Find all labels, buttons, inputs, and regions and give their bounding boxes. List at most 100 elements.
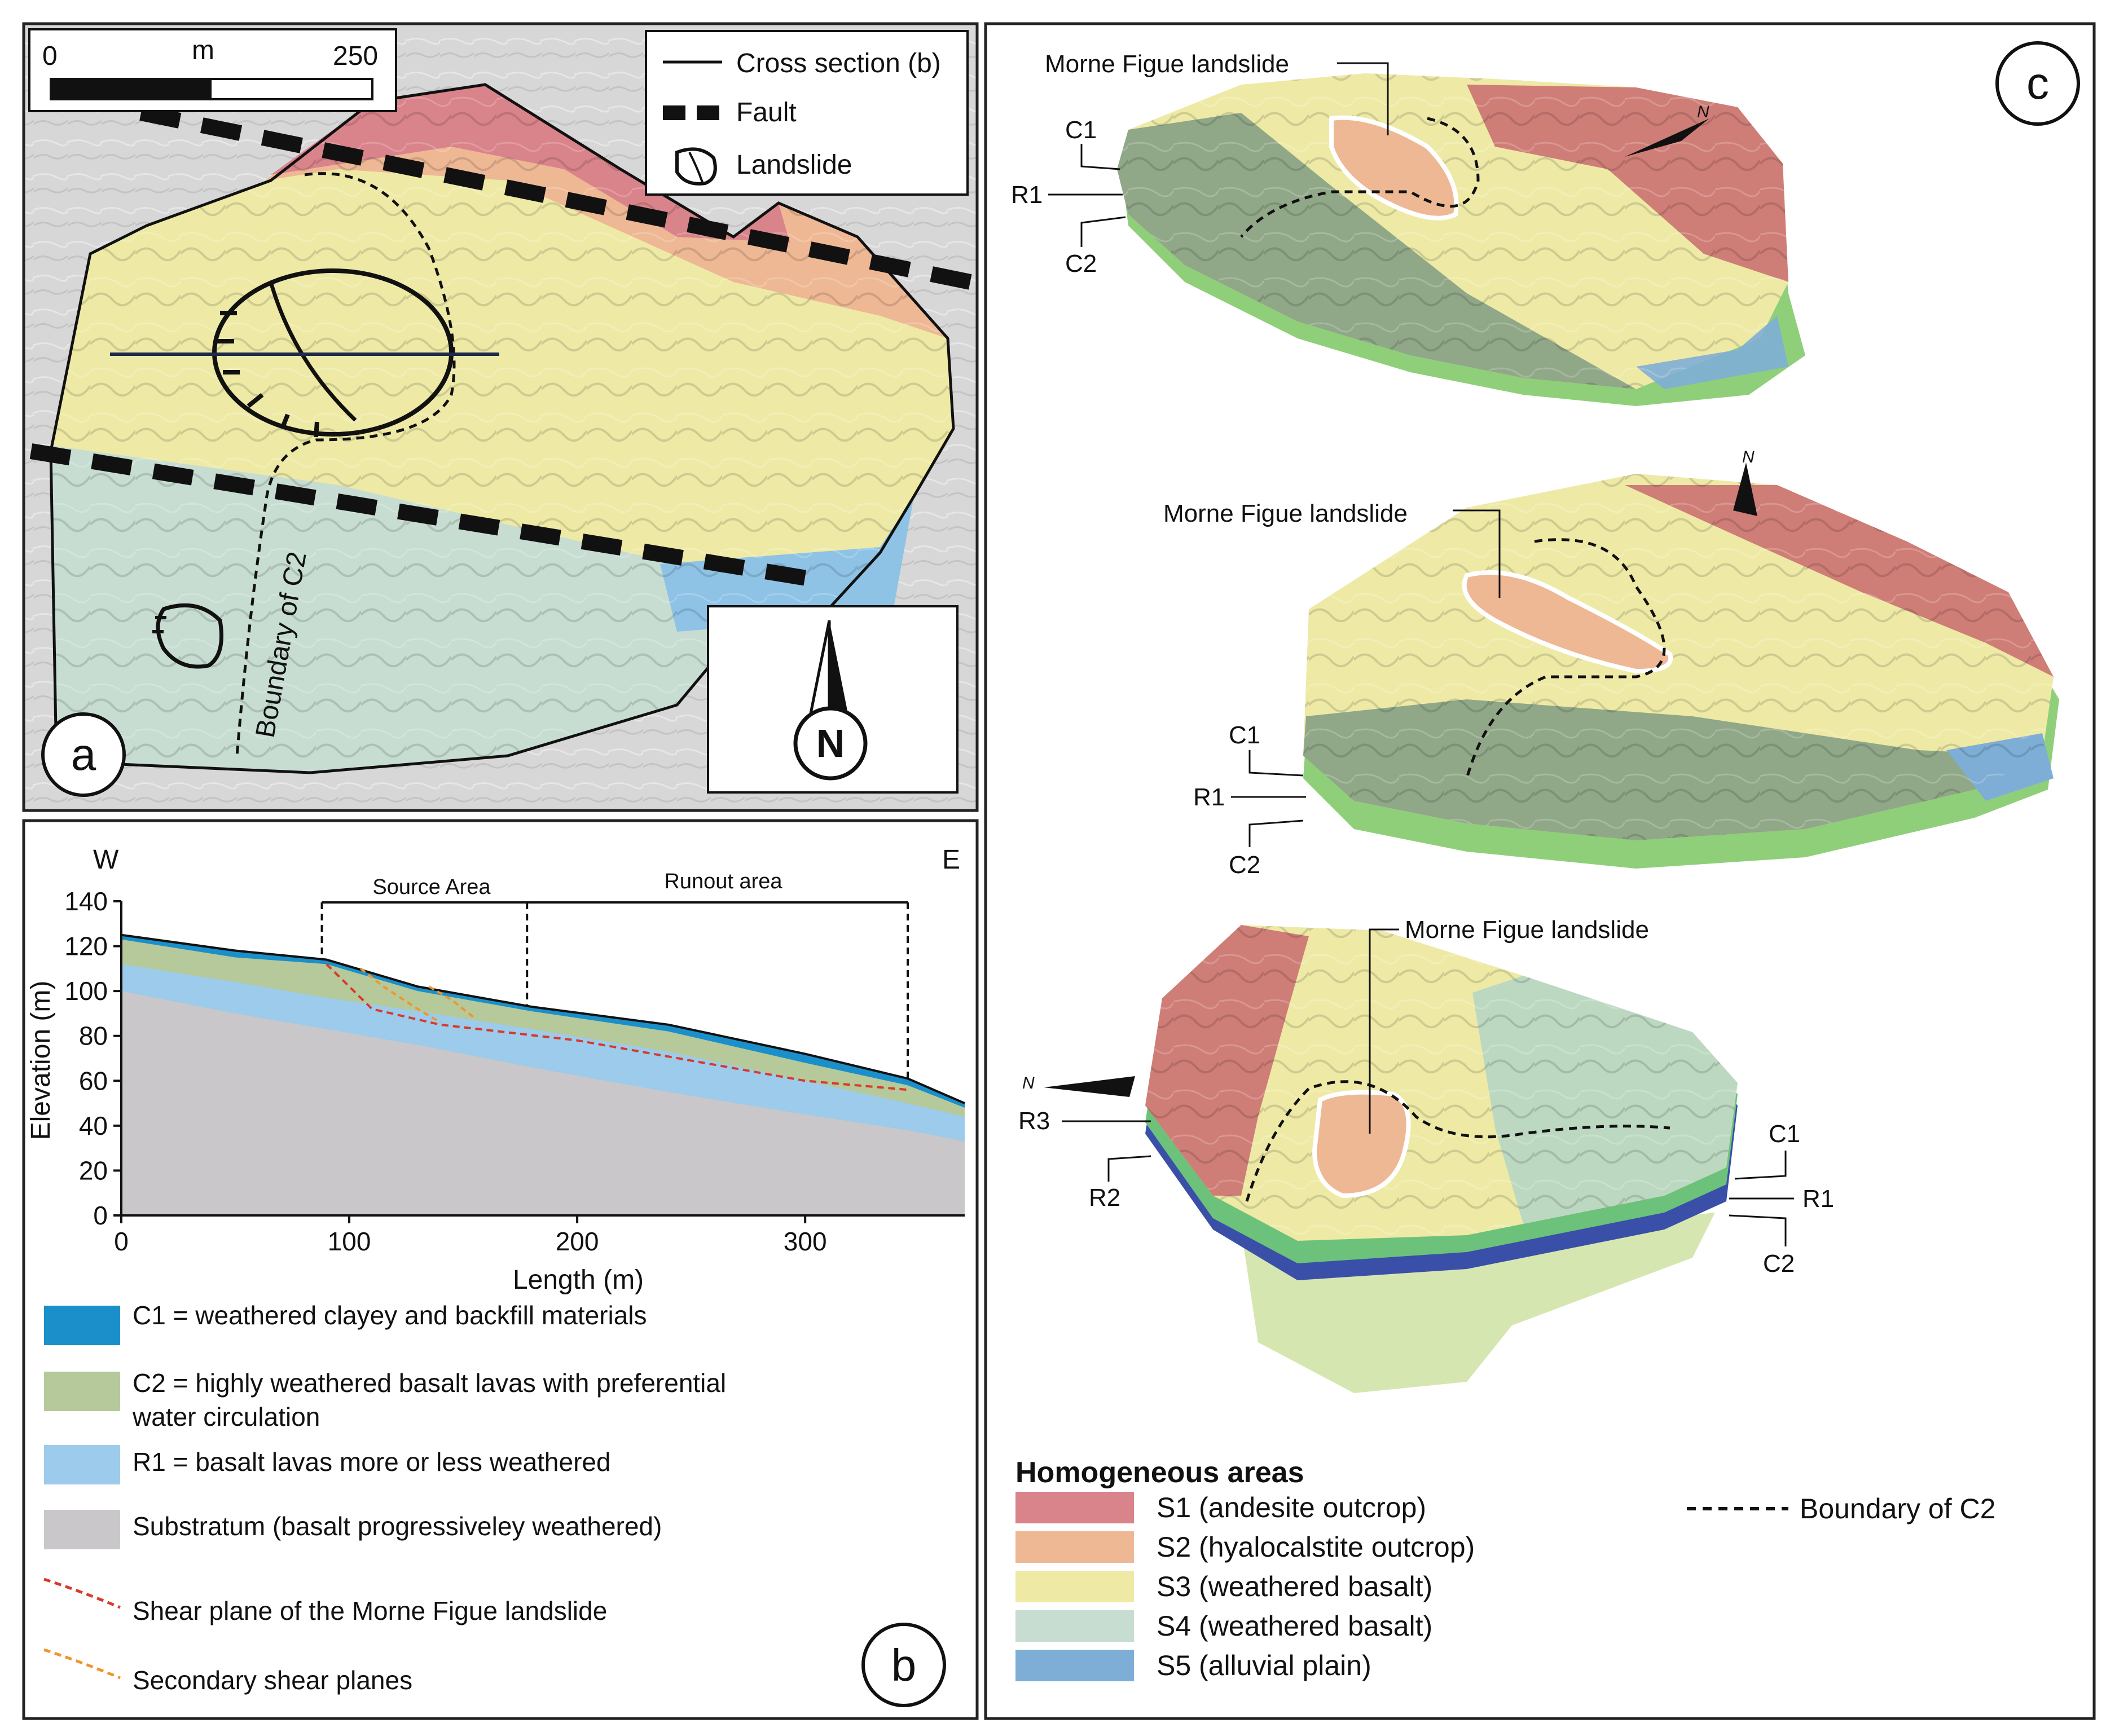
legend-swatch-r1 xyxy=(44,1445,120,1484)
model-view-2: N Morne Figue landslide C1 R1 C2 xyxy=(1163,448,2059,879)
source-area-label: Source Area xyxy=(372,875,491,899)
y-tick-label: 20 xyxy=(79,1156,108,1185)
legend-s3-text: S3 (weathered basalt) xyxy=(1157,1571,1432,1602)
panel-b: W E 0 20 40 60 80 100 120 140 0 100 200 300 Source … xyxy=(22,819,979,1720)
north-label-1: N xyxy=(1697,103,1709,121)
shear-plane xyxy=(326,963,908,1091)
y-tick-label: 80 xyxy=(79,1021,108,1051)
panel-a-badge xyxy=(41,712,126,797)
panel-c-letter: c xyxy=(2026,58,2049,108)
legend-shear-line xyxy=(43,1578,121,1609)
legend-swatch-s1 xyxy=(1015,1492,1134,1523)
legend-swatch-s5 xyxy=(1015,1650,1134,1681)
panel-a: Boundary of C2 0 m 250 xyxy=(22,22,979,812)
legend-s1-text: S1 (andesite outcrop) xyxy=(1157,1492,1426,1523)
layer-label-1-r1: R1 xyxy=(1011,181,1043,209)
y-tick-label: 60 xyxy=(79,1066,108,1095)
secondary-shear-plane-1 xyxy=(360,967,441,1024)
cross-section-chart: 0 20 40 60 80 100 120 140 0 100 200 300 xyxy=(64,887,965,1256)
scale-unit: m xyxy=(192,36,214,65)
panel-b-letter: b xyxy=(891,1640,917,1690)
legend-cross-section: Cross section (b) xyxy=(736,49,941,78)
panel-c: c N Morne Figue landslide C1 R1 C2 xyxy=(984,22,2096,1720)
north-arrow-a: N xyxy=(707,605,959,794)
north-arrow-2-icon xyxy=(1733,462,1757,516)
layer-label-2-c2: C2 xyxy=(1229,851,1260,879)
y-tick-label: 140 xyxy=(64,887,108,916)
legend-c2-text-line1: C2 = highly weathered basalt lavas with … xyxy=(133,1368,726,1398)
y-tick-label: 120 xyxy=(64,932,108,961)
landslide-outline-3 xyxy=(1312,1090,1411,1199)
scale-bar: 0 m 250 xyxy=(28,28,397,112)
legend-swatch-s4 xyxy=(1015,1610,1134,1642)
runout-area-label: Runout area xyxy=(664,870,782,893)
scale-end: 250 xyxy=(333,41,378,71)
legend-s2-text: S2 (hyalocalstite outcrop) xyxy=(1157,1531,1475,1563)
legend-secondary-text: Secondary shear planes xyxy=(133,1665,412,1695)
legend-c2-text-line2: water circulation xyxy=(132,1402,320,1431)
geology-map xyxy=(49,83,955,774)
panel-c-badge xyxy=(1995,41,2080,126)
y-tick-label: 100 xyxy=(64,976,108,1006)
legend-swatch-s2 xyxy=(1015,1531,1134,1563)
boundary-c2-line xyxy=(235,172,456,756)
legend-title-c: Homogeneous areas xyxy=(1015,1456,1304,1489)
x-tick-label: 0 xyxy=(114,1227,129,1256)
y-axis-title: Elevation (m) xyxy=(26,981,56,1140)
layer-label-3-r3: R3 xyxy=(1018,1107,1050,1135)
landslide-symbol-icon xyxy=(675,147,717,186)
cross-section-legend: C1 = weathered clayey and backfill mater… xyxy=(43,1301,726,1695)
legend-swatch-c2 xyxy=(44,1372,120,1411)
homogeneous-areas-legend: Homogeneous areas S1 (andesite outcrop) … xyxy=(1015,1456,1995,1681)
fault-line-north xyxy=(139,105,972,290)
legend-substratum-text: Substratum (basalt progressiveley weathe… xyxy=(133,1512,662,1541)
layer-label-1-c1: C1 xyxy=(1065,116,1097,144)
y-tick-label: 0 xyxy=(93,1201,108,1230)
landslide-small xyxy=(152,603,223,669)
y-tick-label: 40 xyxy=(79,1111,108,1140)
scale-start: 0 xyxy=(42,41,58,71)
layer-label-1-c2: C2 xyxy=(1065,250,1097,277)
ground-surface-line xyxy=(121,933,965,1104)
legend-swatch-substratum xyxy=(44,1510,120,1549)
north-label-2: N xyxy=(1742,448,1755,466)
layer-label-3-r1: R1 xyxy=(1802,1185,1834,1213)
legend-secondary-line xyxy=(43,1648,121,1680)
fault-line-south xyxy=(29,443,825,589)
map-outline xyxy=(49,83,955,774)
west-label: W xyxy=(93,845,119,875)
layer-label-3-r2: R2 xyxy=(1089,1184,1120,1211)
legend-shear-text: Shear plane of the Morne Figue landslide xyxy=(133,1596,607,1625)
north-label-3: N xyxy=(1022,1074,1035,1092)
map-legend: Cross section (b) Fault Landslide xyxy=(645,30,969,196)
x-tick-label: 200 xyxy=(556,1227,599,1256)
layer-label-2-c1: C1 xyxy=(1229,721,1260,749)
north-letter-a: N xyxy=(816,721,845,765)
landslide-outline-2 xyxy=(1462,570,1673,674)
legend-swatch-c1 xyxy=(44,1306,120,1345)
layer-area-substratum xyxy=(121,991,965,1215)
model-view-3: N Morne Figue landslide R3 R2 C1 R1 C2 xyxy=(1018,916,1834,1393)
landslide-label-2: Morne Figue landslide xyxy=(1163,500,1408,527)
x-tick-label: 300 xyxy=(784,1227,827,1256)
landslide-outline-1 xyxy=(1329,115,1459,221)
layer-label-3-c1: C1 xyxy=(1769,1120,1800,1148)
north-arrow-1-icon xyxy=(1625,118,1709,157)
x-axis-title: Length (m) xyxy=(513,1265,644,1295)
legend-boundary-text: Boundary of C2 xyxy=(1800,1493,1995,1524)
east-label: E xyxy=(942,845,960,875)
legend-c1-text: C1 = weathered clayey and backfill mater… xyxy=(133,1301,647,1330)
landslide-label-3: Morne Figue landslide xyxy=(1405,916,1649,944)
model-view-1: N Morne Figue landslide C1 R1 C2 xyxy=(1011,50,1805,406)
panel-b-badge xyxy=(861,1623,946,1707)
panel-a-letter: a xyxy=(71,729,96,779)
landslide-label-1: Morne Figue landslide xyxy=(1045,50,1289,78)
legend-swatch-s3 xyxy=(1015,1571,1134,1602)
north-arrow-3-icon xyxy=(1044,1076,1135,1097)
legend-s4-text: S4 (weathered basalt) xyxy=(1157,1610,1432,1642)
legend-s5-text: S5 (alluvial plain) xyxy=(1157,1650,1371,1681)
legend-r1-text: R1 = basalt lavas more or less weathered xyxy=(133,1447,611,1477)
x-tick-label: 100 xyxy=(328,1227,371,1256)
layer-label-2-r1: R1 xyxy=(1193,783,1225,811)
